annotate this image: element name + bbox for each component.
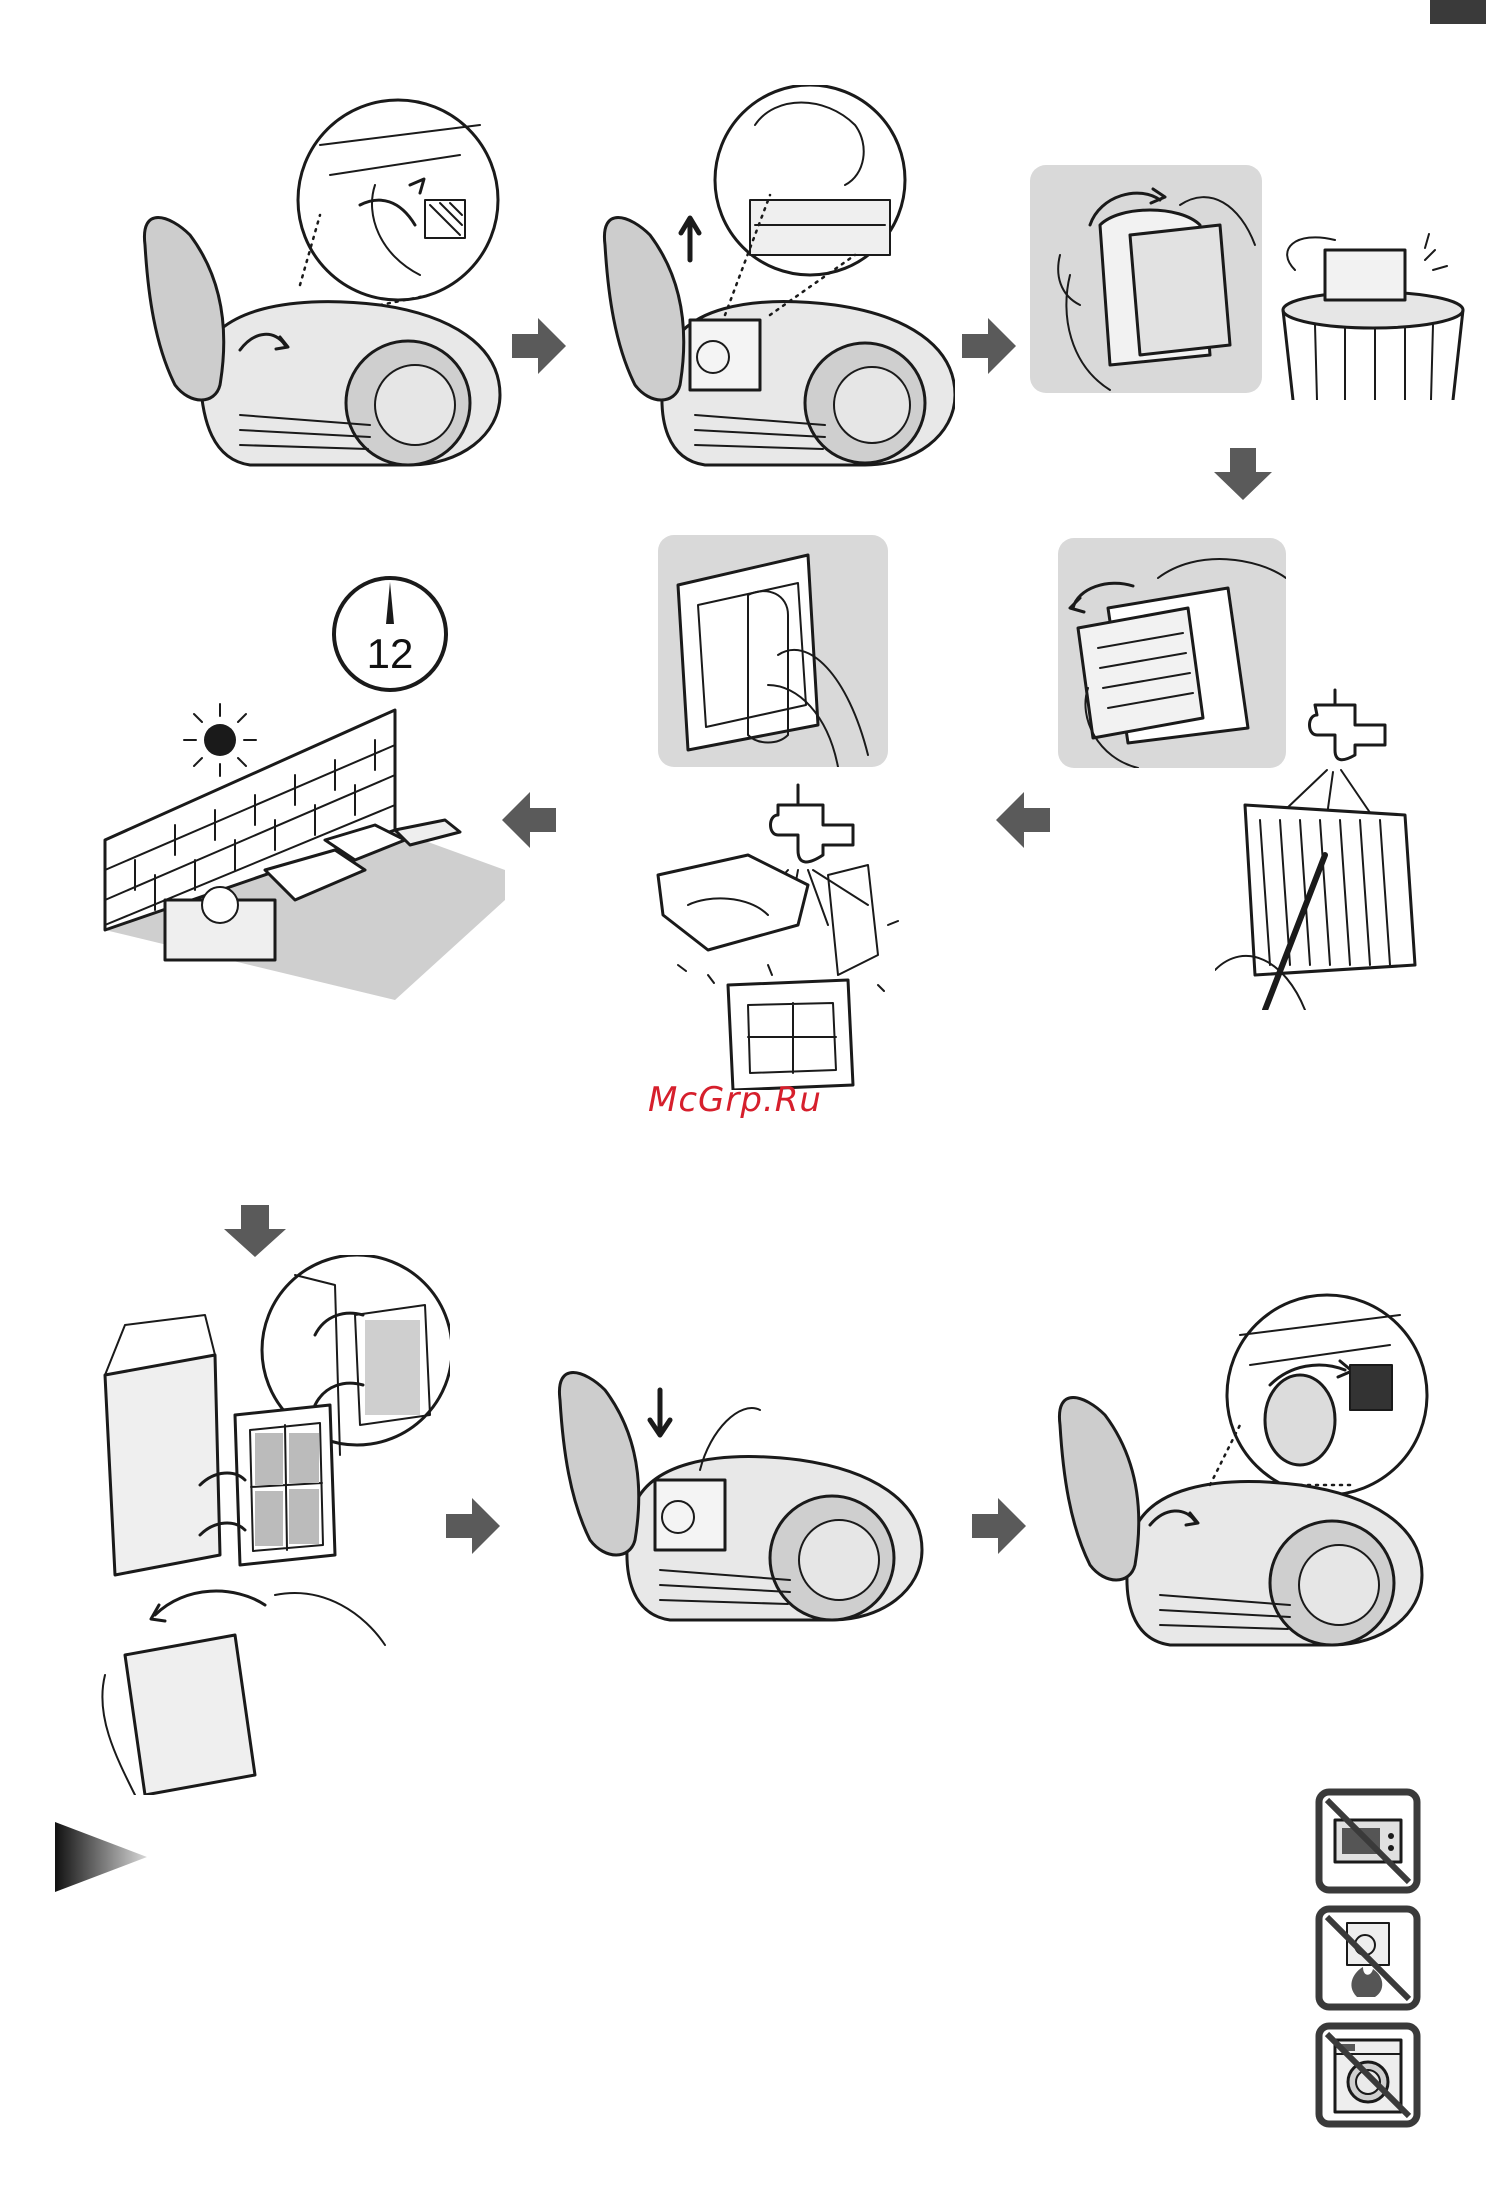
arrow-right-icon [446,1498,500,1554]
filter-insert-icon [95,1255,450,1795]
arrow-right-icon [512,318,566,374]
arrow-left-icon [996,792,1050,848]
drying-area-illustration [95,570,515,1000]
arrow-right-icon [972,1498,1026,1554]
rinse-filter-illustration [1215,680,1435,1010]
sponge-panel [658,535,888,767]
clock-hours-label: 12 [360,630,420,678]
arrow-left-icon [502,792,556,848]
arrow-down-icon [1214,448,1272,500]
sun-icon [180,700,260,780]
vacuum-lid-close-icon [1050,1285,1430,1665]
no-washing-machine-icon [1315,2022,1421,2128]
note-triangle-icon [55,1822,147,1892]
rinse-parts-illustration [648,775,948,1090]
watermark-text: McGrp.Ru [648,1080,848,1120]
arrow-down-icon [224,1205,286,1257]
container-insert-icon [550,1360,930,1660]
no-fire-icon [1315,1905,1421,2011]
bin-empty-icon [1265,230,1465,400]
vacuum-lid-open-icon [130,85,510,485]
dust-container-remove-icon [595,85,955,485]
no-microwave-icon [1315,1788,1421,1894]
page-corner-tab [1430,0,1486,24]
open-container-panel [1030,165,1262,393]
arrow-right-icon [962,318,1016,374]
